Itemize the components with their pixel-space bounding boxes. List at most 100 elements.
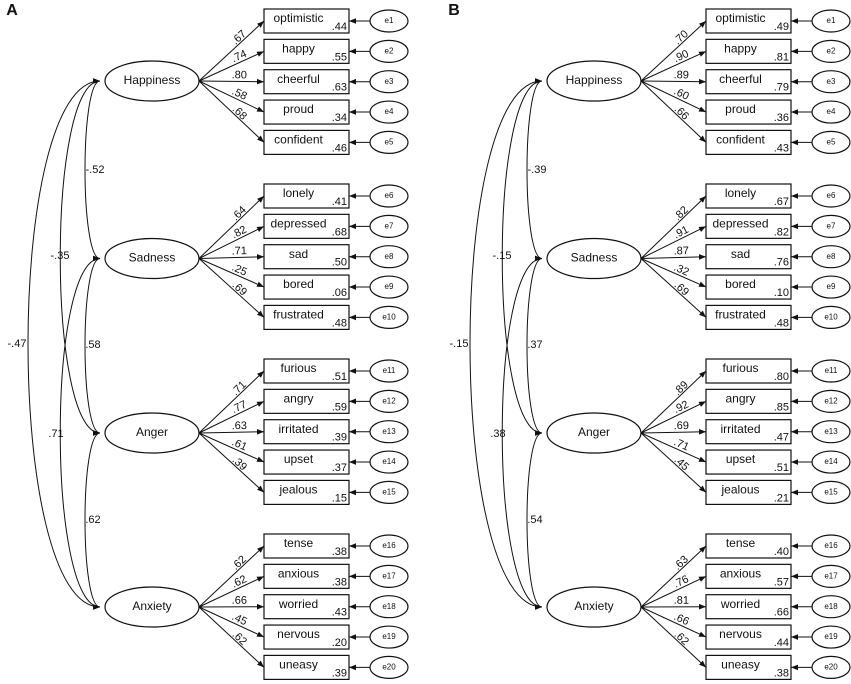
loading-label: .76 <box>672 573 691 590</box>
error-term <box>369 70 409 94</box>
r-squared-label: .59 <box>332 401 347 413</box>
indicator-label: tense <box>284 536 314 550</box>
loading-label: .32 <box>672 262 691 279</box>
loading-path <box>198 545 265 608</box>
loading-label: .62 <box>230 554 249 573</box>
loading-path <box>640 80 707 113</box>
loading-label: .25 <box>230 262 249 279</box>
indicator-label: jealous <box>720 483 759 497</box>
loading-path <box>640 78 707 85</box>
indicator-label: furious <box>722 361 758 375</box>
loading-label: .70 <box>672 28 691 47</box>
loading-path <box>640 432 707 493</box>
loading-path <box>640 370 707 434</box>
latent-label: Anxiety <box>574 599 613 613</box>
error-label: e5 <box>385 138 394 147</box>
loading-label: .71 <box>672 436 691 453</box>
indicator-box <box>705 388 792 414</box>
error-term <box>811 420 851 444</box>
indicator-box <box>705 304 792 330</box>
r-squared-label: .63 <box>332 82 347 94</box>
loading-path <box>198 50 265 82</box>
loading-label: .45 <box>230 611 249 628</box>
error-term <box>369 655 409 680</box>
loading-label: .45 <box>672 454 691 473</box>
covariance-arc <box>469 78 543 610</box>
r-squared-label: .38 <box>332 546 347 558</box>
indicator-label: frustrated <box>715 308 766 322</box>
error-term <box>369 420 409 444</box>
r-squared-label: .85 <box>774 401 789 413</box>
r-squared-label: .66 <box>774 607 789 619</box>
loading-path <box>198 254 265 260</box>
error-term <box>811 534 851 558</box>
loading-path <box>198 20 265 82</box>
r-squared-label: .76 <box>774 257 789 269</box>
covariance-label: .38 <box>490 428 505 440</box>
indicator-label: confident <box>716 133 765 147</box>
latent-label: Anxiety <box>132 599 171 613</box>
loading-path <box>640 258 707 318</box>
error-label: e20 <box>824 663 838 672</box>
indicator-box <box>705 244 792 270</box>
error-label: e19 <box>824 632 838 641</box>
error-term <box>369 130 409 154</box>
error-term <box>811 214 851 238</box>
loading-label: .58 <box>230 85 249 102</box>
indicator-box <box>263 183 350 209</box>
covariance-label: -.35 <box>51 250 70 262</box>
loading-path <box>198 80 265 113</box>
error-label: e16 <box>824 541 838 550</box>
indicator-box <box>263 213 350 239</box>
error-term <box>811 595 851 619</box>
loading-label: .60 <box>672 85 691 102</box>
covariance-arc <box>59 78 101 436</box>
indicator-box <box>263 8 350 34</box>
error-label: e14 <box>382 457 396 466</box>
error-term <box>369 480 409 504</box>
r-squared-label: .34 <box>332 112 347 124</box>
indicator-label: bored <box>725 277 756 291</box>
r-squared-label: .39 <box>332 667 347 679</box>
error-term <box>369 595 409 619</box>
covariance-label: -.15 <box>493 250 512 262</box>
error-label: e1 <box>385 16 394 25</box>
r-squared-label: .06 <box>332 287 347 299</box>
indicator-box <box>263 244 350 270</box>
loading-path <box>640 80 707 143</box>
indicator-box <box>705 563 792 589</box>
r-squared-label: .15 <box>332 492 347 504</box>
indicator-label: anxious <box>278 567 319 581</box>
error-label: e15 <box>382 488 396 497</box>
r-squared-label: .43 <box>774 142 789 154</box>
loading-label: .61 <box>230 436 249 453</box>
covariance-label: -.15 <box>450 338 469 350</box>
loading-label: .81 <box>674 595 689 607</box>
loading-path <box>198 258 265 318</box>
indicator-box <box>263 563 350 589</box>
indicator-label: sad <box>731 247 750 261</box>
indicator-label: furious <box>280 361 316 375</box>
indicator-box <box>263 129 350 155</box>
loading-label: .87 <box>673 245 689 257</box>
error-label: e18 <box>824 602 838 611</box>
error-label: e11 <box>383 366 396 375</box>
loading-path <box>640 575 707 608</box>
indicator-box <box>705 8 792 34</box>
r-squared-label: .48 <box>774 317 789 329</box>
indicator-box <box>263 99 350 125</box>
loading-label: .80 <box>232 69 247 81</box>
loading-path <box>640 400 707 434</box>
latent-label: Sadness <box>129 251 176 265</box>
error-term <box>369 625 409 649</box>
error-term <box>811 359 851 383</box>
loading-label: .67 <box>230 28 249 47</box>
r-squared-label: .38 <box>332 576 347 588</box>
error-label: e13 <box>382 427 396 436</box>
error-label: e8 <box>385 252 394 261</box>
error-label: e2 <box>827 46 836 55</box>
indicator-label: jealous <box>278 483 317 497</box>
r-squared-label: .40 <box>774 546 789 558</box>
error-label: e2 <box>385 46 394 55</box>
r-squared-label: .37 <box>332 462 347 474</box>
